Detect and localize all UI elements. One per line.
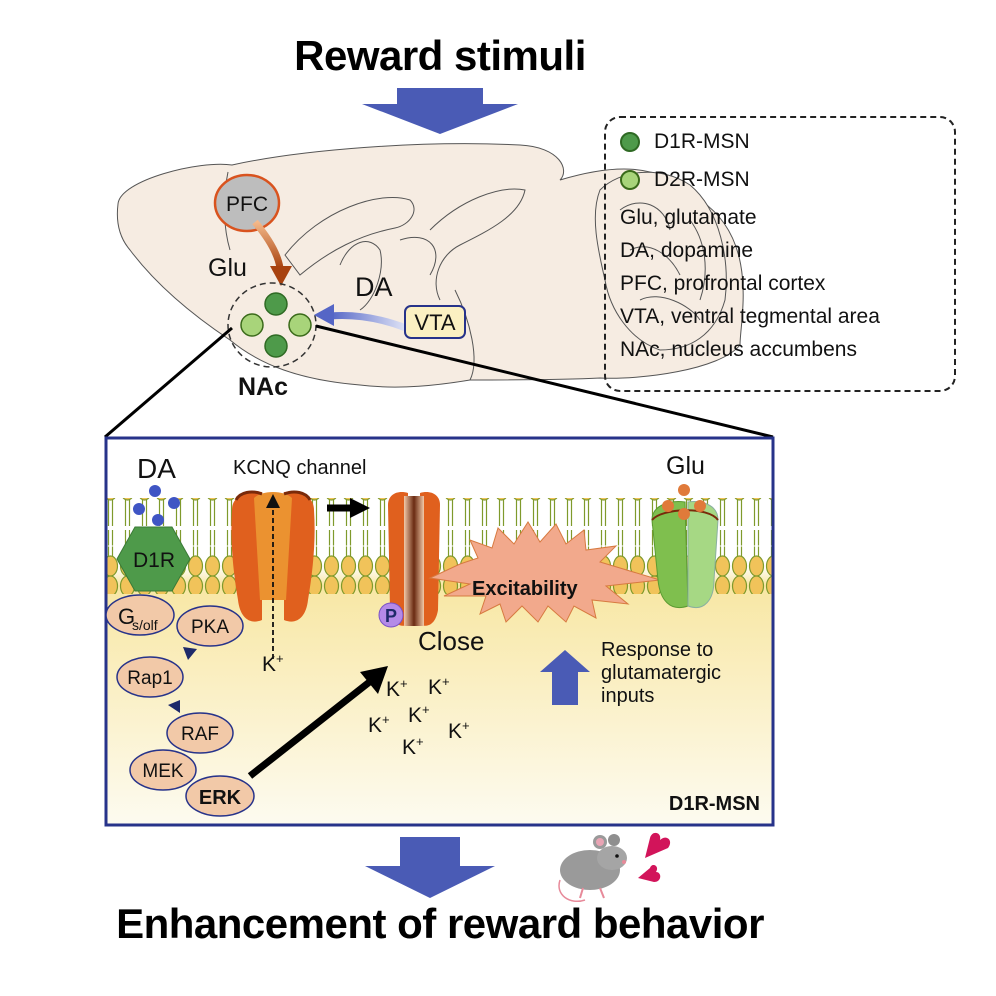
down-arrow-bottom xyxy=(365,837,495,898)
legend-abbrev-pfc: PFC, profrontal cortex xyxy=(620,272,826,295)
response-up-arrow xyxy=(540,650,590,705)
vta-region xyxy=(404,305,466,339)
happy-mouse-icon xyxy=(558,834,627,902)
glu-label: Glu xyxy=(208,254,247,282)
glu-panel-label: Glu xyxy=(666,452,705,480)
panel-cell-label: D1R-MSN xyxy=(669,793,760,815)
svg-text:K+: K+ xyxy=(408,702,430,727)
erk-phosphorylation-arrow xyxy=(247,677,375,779)
gs-subscript: s/olf xyxy=(132,617,158,633)
d1r-msn-legend-swatch xyxy=(620,132,640,152)
svg-text:K+: K+ xyxy=(428,674,450,699)
legend-abbrev-vta: VTA, ventral tegmental area xyxy=(620,305,880,328)
erk-label: ERK xyxy=(199,787,242,809)
legend-d1r-msn: D1R-MSN xyxy=(654,130,750,153)
svg-text:K+: K+ xyxy=(402,734,424,759)
heart-icons xyxy=(638,832,671,882)
excitability-burst xyxy=(428,521,661,623)
k-efflux-arrowhead xyxy=(266,494,280,508)
glu-projection-arrow xyxy=(252,219,284,269)
kcnq-channel-closed xyxy=(388,492,440,626)
svg-text:K+: K+ xyxy=(386,676,408,701)
k-ions-intracellular: K+ K+ K+ K+ K+ K+ xyxy=(368,674,470,759)
close-label: Close xyxy=(418,626,484,656)
glutamate-molecules xyxy=(662,484,706,520)
nac-region xyxy=(227,282,317,368)
down-arrow-top xyxy=(362,88,518,134)
raf-label: RAF xyxy=(181,724,219,745)
legend-d2r-msn: D2R-MSN xyxy=(654,168,750,191)
rap1-label: Rap1 xyxy=(127,668,172,689)
svg-text:K+: K+ xyxy=(448,718,470,743)
d2r-msn-legend-swatch xyxy=(620,170,640,190)
d1r-receptor xyxy=(116,526,191,592)
gs-label: G xyxy=(118,604,135,629)
vta-label: VTA xyxy=(414,310,455,335)
d1r-msn-cell xyxy=(264,334,288,358)
nac-label: NAc xyxy=(238,373,288,401)
excitability-label: Excitability xyxy=(472,578,578,600)
legend-abbrev-da: DA, dopamine xyxy=(620,239,754,262)
dopamine-molecules xyxy=(133,485,180,526)
title-enhancement-reward-behavior: Enhancement of reward behavior xyxy=(116,900,764,947)
legend-box: D1R-MSN D2R-MSN Glu, glutamate DA, dopam… xyxy=(604,116,956,392)
response-line-1: Response to xyxy=(601,639,713,661)
legend-abbrev-nac: NAc, nucleus accumbens xyxy=(620,338,857,361)
d1r-msn-cell xyxy=(264,292,288,316)
legend-abbrev-glu: Glu, glutamate xyxy=(620,206,757,229)
signaling-cascade: G s/olf PKA Rap1 RAF MEK ERK xyxy=(105,594,255,817)
svg-text:K+: K+ xyxy=(368,712,390,737)
da-panel-label: DA xyxy=(137,453,176,484)
kcnq-channel-label: KCNQ channel xyxy=(233,457,366,479)
response-line-3: inputs xyxy=(601,685,654,707)
phospho-label: P xyxy=(385,606,397,626)
da-brain-label: DA xyxy=(355,272,393,302)
zoom-line-right xyxy=(315,324,774,439)
mek-label: MEK xyxy=(142,761,184,782)
d1r-label: D1R xyxy=(133,549,175,572)
title-reward-stimuli: Reward stimuli xyxy=(294,32,586,79)
d2r-msn-cell xyxy=(288,313,312,337)
pfc-label: PFC xyxy=(226,193,268,216)
zoom-line-left xyxy=(104,326,233,439)
k-ion-open: K+ xyxy=(262,651,284,676)
d2r-msn-cell xyxy=(240,313,264,337)
phosphorylation-marker xyxy=(378,602,404,628)
response-line-2: glutamatergic xyxy=(601,662,721,684)
da-projection-arrow xyxy=(329,312,408,332)
pfc-region xyxy=(213,173,281,233)
pka-label: PKA xyxy=(191,617,229,638)
